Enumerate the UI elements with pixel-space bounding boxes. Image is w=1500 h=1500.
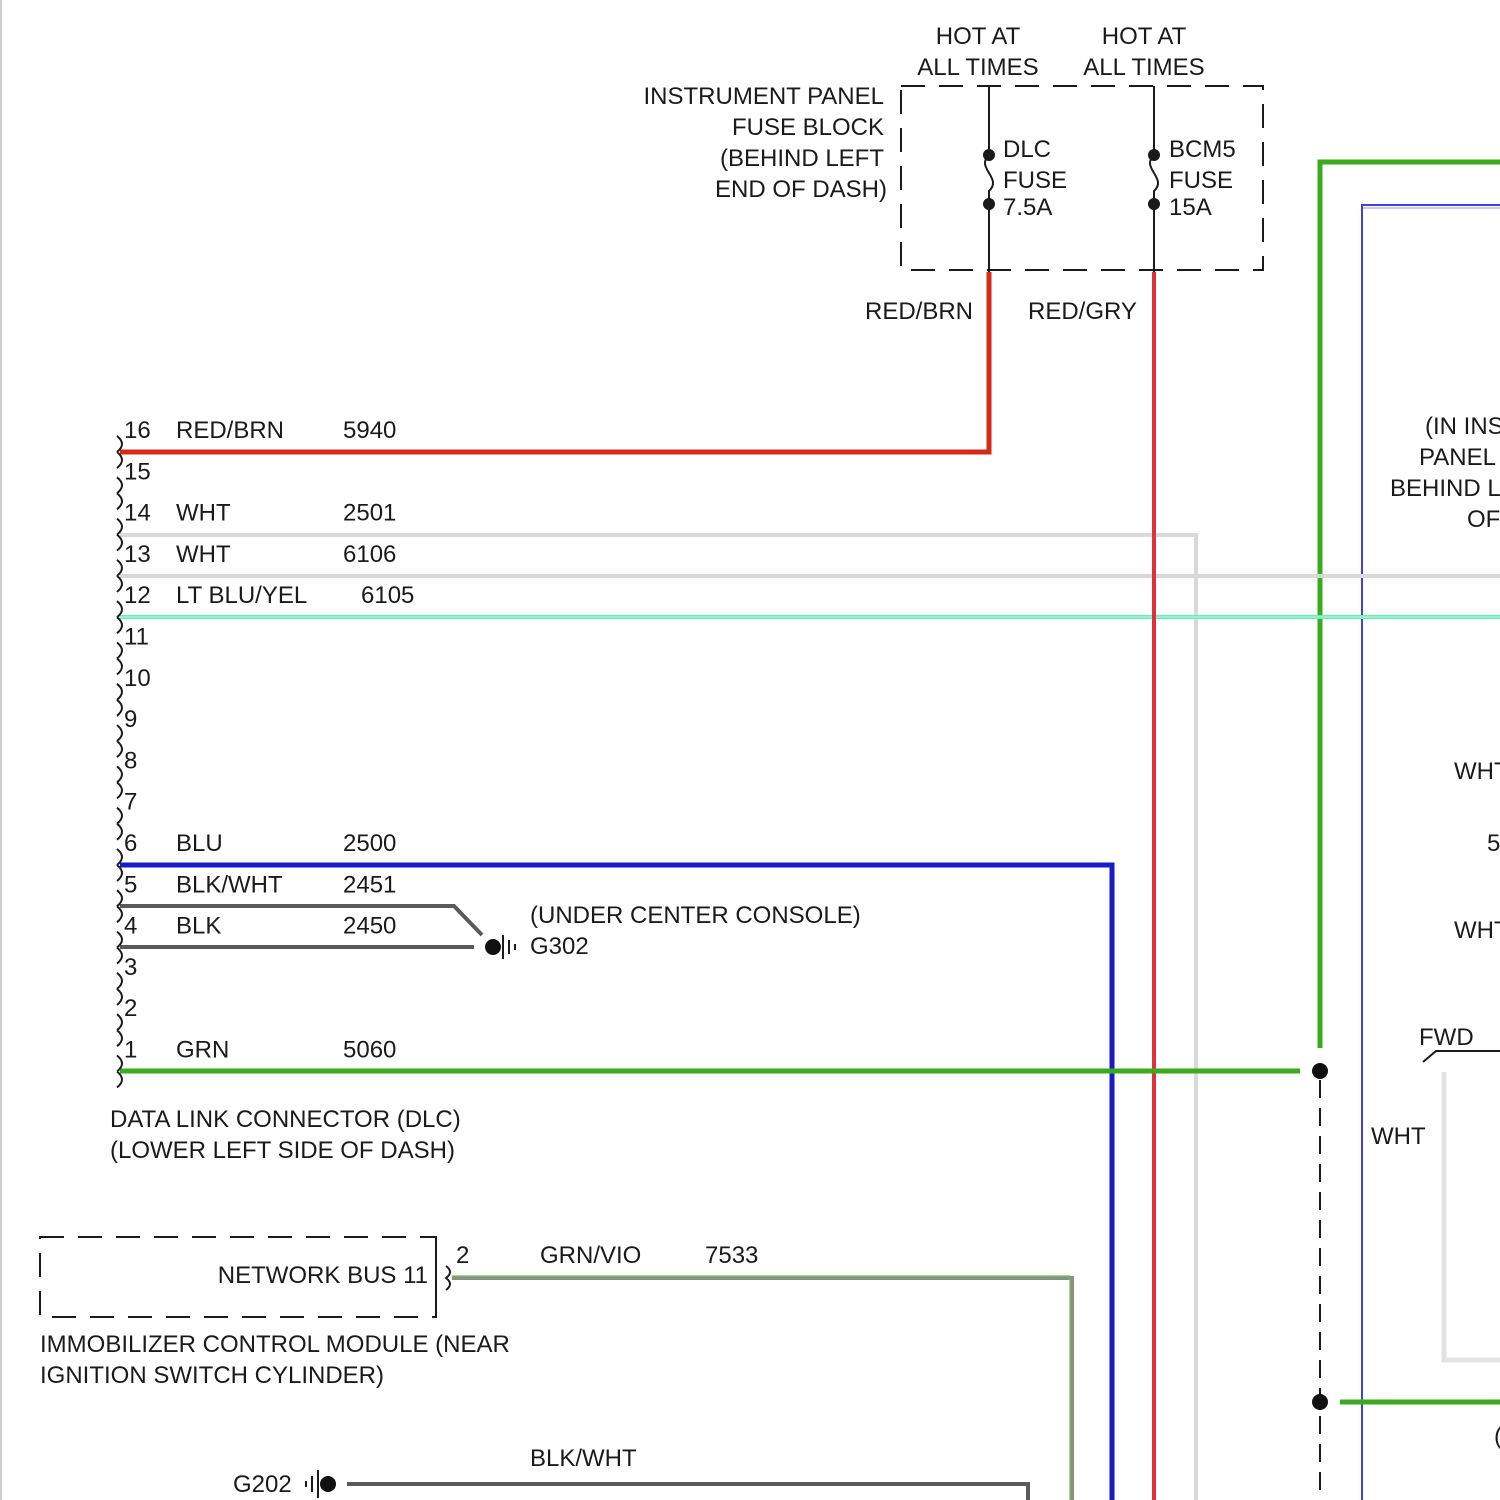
dlc-pin-number: 13 <box>124 541 151 568</box>
ground-g202-name: G202 <box>233 1471 292 1498</box>
dlc-pin-wire-color: WHT <box>176 541 231 568</box>
fwd-label: FWD <box>1419 1024 1474 1051</box>
dlc-pin-circuit: 5060 <box>343 1037 396 1064</box>
dlc-pin-number: 7 <box>124 789 137 816</box>
dlc-pin-wire-color: GRN <box>176 1037 229 1064</box>
wire-fwd-white <box>1444 1072 1500 1360</box>
dlc-pin-number: 12 <box>124 582 151 609</box>
right-paren: ( <box>1494 1423 1500 1450</box>
dlc-pin-number: 3 <box>124 954 137 981</box>
wire-label-red-gry: RED/GRY <box>1028 298 1137 325</box>
right-partial-labels: (IN INS PANEL BEHIND L OF WHT 5 WHT FWD … <box>1371 413 1500 1450</box>
ground-g302-location: (UNDER CENTER CONSOLE) <box>530 902 861 929</box>
wire-label-red-brn: RED/BRN <box>865 298 973 325</box>
ground-g202-dot <box>320 1476 336 1492</box>
wire-grn-right-vertical <box>1320 162 1500 1048</box>
immobilizer-circuit: 7533 <box>705 1242 758 1269</box>
dlc-pin-circuit: 5940 <box>343 417 396 444</box>
dlc-pin-circuit: 2451 <box>343 871 396 898</box>
dlc-pin-number: 11 <box>124 624 149 651</box>
wires <box>120 162 1500 1500</box>
immobilizer-wire-color: GRN/VIO <box>540 1242 641 1269</box>
dlc-pin-wire-color: WHT <box>176 500 231 527</box>
dlc-label-line2: (LOWER LEFT SIDE OF DASH) <box>110 1137 455 1164</box>
network-bus-label: NETWORK BUS 11 <box>218 1262 428 1289</box>
dlc-fuse-name: DLC <box>1003 136 1051 163</box>
splice-dot-lower <box>1312 1394 1328 1410</box>
hot-at-all-times-right-line2: ALL TIMES <box>1083 54 1204 81</box>
bcm5-fuse-rating: 15A <box>1169 194 1212 221</box>
fuse-block-label-line1: INSTRUMENT PANEL <box>644 83 884 110</box>
immobilizer-module: NETWORK BUS 11 2 GRN/VIO 7533 IMMOBILIZE… <box>40 1237 758 1389</box>
bcm5-fuse: BCM5 FUSE 15A <box>1148 86 1236 272</box>
dlc-pin-wire-color: RED/BRN <box>176 417 284 444</box>
hot-at-all-times-left-line1: HOT AT <box>936 23 1021 50</box>
ground-g202: G202 BLK/WHT <box>233 1445 637 1498</box>
dlc-pin-wire-color: BLK <box>176 913 221 940</box>
bcm-location-line3: BEHIND L <box>1390 475 1500 502</box>
fwd-pointer <box>1423 1051 1500 1062</box>
dlc-fuse: DLC FUSE 7.5A <box>983 86 1067 272</box>
fuse-block-label-line2: FUSE BLOCK <box>732 114 884 141</box>
dlc-pin-wire-color: BLK/WHT <box>176 871 283 898</box>
dlc-pin-number: 8 <box>124 747 137 774</box>
immobilizer-pin-bracket <box>446 1266 450 1290</box>
dlc-pin-number: 16 <box>124 417 151 444</box>
wire-violet-right <box>1362 205 1500 1500</box>
immobilizer-label-line1: IMMOBILIZER CONTROL MODULE (NEAR <box>40 1331 510 1358</box>
dlc-pin-circuit: 2501 <box>343 500 396 527</box>
dlc-pin-number: 5 <box>124 871 137 898</box>
right-wht-label-2: WHT <box>1454 917 1500 944</box>
dlc-pin-circuit: 6106 <box>343 541 396 568</box>
ground-g302: (UNDER CENTER CONSOLE) G302 <box>485 902 861 960</box>
dlc-pin-number: 14 <box>124 500 151 527</box>
wire-g202-blk-wht <box>347 1484 1028 1500</box>
hot-at-all-times-left-line2: ALL TIMES <box>917 54 1038 81</box>
ground-g302-dot <box>485 939 501 955</box>
right-wht-label-1: WHT <box>1454 758 1500 785</box>
wire-pin5-blk-wht <box>120 906 482 935</box>
ground-g202-wire-color: BLK/WHT <box>530 1445 637 1472</box>
dlc-pin-number: 1 <box>124 1037 137 1064</box>
splice-dot-upper <box>1312 1063 1328 1079</box>
fuse-block-label-line4: END OF DASH) <box>715 176 887 203</box>
dlc-pin-number: 6 <box>124 830 137 857</box>
dlc-fuse-word: FUSE <box>1003 167 1067 194</box>
dlc-pin-number: 15 <box>124 458 151 485</box>
fuse-block-label-line3: (BEHIND LEFT <box>720 145 884 172</box>
dlc-pin-number: 4 <box>124 913 137 940</box>
wire-pin6-blu <box>120 865 1112 1500</box>
dlc-pin-number: 9 <box>124 706 137 733</box>
dlc-pin-wire-color: LT BLU/YEL <box>176 582 307 609</box>
bcm5-fuse-name: BCM5 <box>1169 136 1236 163</box>
dlc-pin-number: 2 <box>124 995 137 1022</box>
right-wht-label-3: WHT <box>1371 1123 1426 1150</box>
dlc-fuse-rating: 7.5A <box>1003 194 1052 221</box>
dlc-pin-circuit: 6105 <box>361 582 414 609</box>
immobilizer-pin-number: 2 <box>456 1242 469 1269</box>
hot-at-all-times-right-line1: HOT AT <box>1102 23 1187 50</box>
dlc-pin-circuit: 2500 <box>343 830 396 857</box>
dlc-label-line1: DATA LINK CONNECTOR (DLC) <box>110 1106 461 1133</box>
bcm5-fuse-word: FUSE <box>1169 167 1233 194</box>
bcm-location-line4: OF <box>1467 506 1500 533</box>
dlc-pin-wire-color: BLU <box>176 830 223 857</box>
immobilizer-label-line2: IGNITION SWITCH CYLINDER) <box>40 1362 384 1389</box>
dlc-pin-circuit: 2450 <box>343 913 396 940</box>
bcm-location-line1: (IN INS <box>1425 413 1500 440</box>
bcm-location-line2: PANEL <box>1419 444 1496 471</box>
right-number-5: 5 <box>1487 830 1500 857</box>
dlc-pin-number: 10 <box>124 665 151 692</box>
ground-g302-name: G302 <box>530 933 589 960</box>
fuse-block: HOT AT ALL TIMES HOT AT ALL TIMES INSTRU… <box>644 23 1263 325</box>
